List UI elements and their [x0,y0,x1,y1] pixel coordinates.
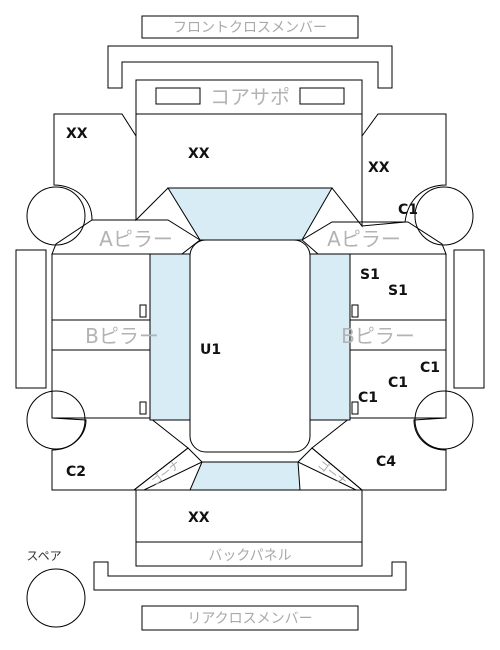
code-front-right: XX [368,160,390,176]
back-panel-label: バックパネル [208,548,291,564]
rear-bumper[interactable] [93,561,407,591]
front-left-fender[interactable] [53,113,137,221]
code-roof: U1 [200,342,221,358]
headlight-right[interactable] [299,87,345,105]
rear-cross-member-label: リアクロスメンバー [187,611,312,627]
code-front-door-right-a: S1 [360,267,380,283]
a-pillar-left-label: Aピラー [99,227,173,251]
headlight-left[interactable] [155,87,201,105]
handle-front-right [351,304,359,318]
spare-label: スペア [26,549,61,563]
rear-window[interactable] [189,461,301,491]
code-front-door-right-b: S1 [388,283,408,299]
rear-cross-member-box[interactable] [141,605,359,631]
front-cross-member-label: フロントクロスメンバー [173,20,327,36]
core-support-label: コアサポ [210,85,290,109]
front-cross-member-box[interactable] [141,15,359,39]
tire-front-left[interactable] [26,186,86,246]
side-step-left[interactable] [15,249,47,389]
tire-front-right[interactable] [414,186,474,246]
side-step-right[interactable] [453,249,485,389]
a-pillar-right-label: Aピラー [327,227,401,251]
handle-front-left [139,304,147,318]
side-glass-left[interactable] [149,253,191,421]
code-front-left: XX [66,126,88,142]
front-bumper[interactable] [107,45,393,89]
b-pillar-right-label: Bピラー [341,324,415,348]
spare-tire[interactable] [26,568,86,628]
code-quarter-right: C4 [376,454,396,470]
code-rear-door-right-c: C1 [358,390,378,406]
code-trunk: XX [188,510,210,526]
tire-rear-left[interactable] [26,390,86,450]
tire-rear-right[interactable] [414,390,474,450]
side-glass-right[interactable] [309,253,351,421]
handle-rear-right [351,401,359,415]
handle-rear-left [139,401,147,415]
windshield[interactable] [167,187,333,241]
roof[interactable] [189,239,311,453]
code-hood: XX [188,146,210,162]
code-quarter-left: C2 [66,464,86,480]
b-pillar-left-label: Bピラー [85,324,159,348]
corner-left-label: ゴーナ [148,457,183,488]
back-panel[interactable] [135,541,363,567]
code-rear-door-right-b: C1 [388,375,408,391]
code-rear-door-right-a: C1 [420,360,440,376]
trunk[interactable] [135,489,363,543]
front-right-fender[interactable] [361,113,447,227]
code-a-pillar-right: C1 [398,202,418,218]
